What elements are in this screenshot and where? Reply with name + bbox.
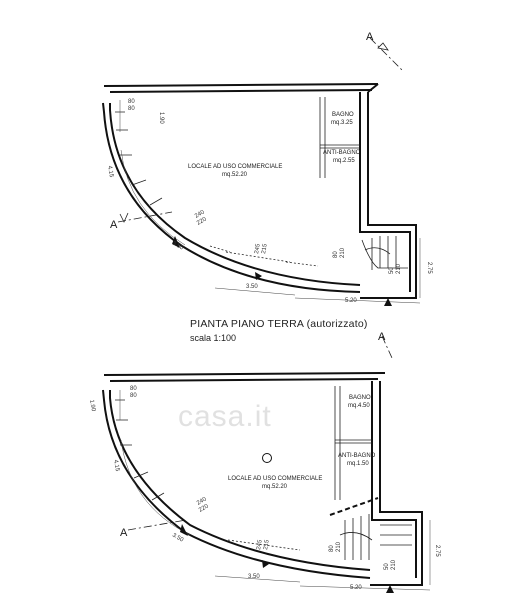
dim-label: 210 xyxy=(340,247,346,258)
plan-bottom: A A LOCALE AD USO COMMERCIALE mq.52.20 B… xyxy=(88,331,440,593)
plan-top: A A LOCALE AD USO COMMERC xyxy=(102,31,432,306)
room-area-antibath: mq.2.55 xyxy=(333,158,355,164)
dim-label: 3.50 xyxy=(248,574,260,580)
room-label-bath: BAGNO xyxy=(332,112,354,118)
dim-label: 80 xyxy=(130,386,137,392)
section-label-left: A xyxy=(120,527,128,539)
section-label-top: A xyxy=(378,331,386,343)
room-label-antibath: ANTI-BAGNO xyxy=(338,453,376,459)
dim-label: 80 xyxy=(130,393,137,399)
dim-label: 3.50 xyxy=(171,533,185,544)
dim-label: 80 xyxy=(329,545,335,552)
dim-label: 3.50 xyxy=(246,284,258,290)
drawing-scale: scala 1:100 xyxy=(190,333,237,343)
dim-label: 210 xyxy=(391,559,397,570)
section-label-left: A xyxy=(110,219,118,231)
drawing-title: PIANTA PIANO TERRA (autorizzato) xyxy=(190,318,368,330)
dim-label: 4.15 xyxy=(106,165,114,178)
dim-label: 50 xyxy=(389,267,395,274)
dim-label: 50 xyxy=(384,563,390,570)
dim-label: 80 xyxy=(128,99,135,105)
dim-label: 80 xyxy=(333,251,339,258)
room-label-commercial: LOCALE AD USO COMMERCIALE xyxy=(228,476,322,482)
dim-label: 2.75 xyxy=(426,262,432,274)
dim-label: 4.15 xyxy=(112,459,120,472)
room-label-bath: BAGNO xyxy=(349,395,371,401)
dim-label: 215 xyxy=(263,539,271,551)
section-label-top: A xyxy=(366,31,374,43)
dim-label: 220 xyxy=(198,503,210,514)
room-area-bath: mq.4.50 xyxy=(348,403,370,409)
dim-label: 2.75 xyxy=(434,545,440,557)
dim-label: 240 xyxy=(194,209,206,220)
dim-label: 80 xyxy=(128,106,135,112)
dim-label: 5.20 xyxy=(345,298,357,304)
room-label-antibath: ANTI-BAGNO xyxy=(323,150,361,156)
room-area-commercial: mq.52.20 xyxy=(262,484,288,490)
dim-label: 215 xyxy=(261,243,269,255)
dim-label: 3.50 xyxy=(171,241,185,252)
room-area-bath: mq.3.25 xyxy=(331,120,353,126)
dim-label: 240 xyxy=(196,496,208,507)
room-area-antibath: mq.1.50 xyxy=(347,461,369,467)
dim-label: 1.90 xyxy=(88,399,96,412)
dim-label: 5.20 xyxy=(350,585,362,591)
dim-label: 210 xyxy=(396,263,402,274)
room-area-commercial: mq.52.20 xyxy=(222,172,248,178)
dim-label: 1.90 xyxy=(158,112,164,124)
dim-label: 245 xyxy=(254,243,262,255)
dim-label: 245 xyxy=(256,539,264,551)
watermark-logo: casa.it xyxy=(178,400,272,433)
dim-label: 210 xyxy=(336,541,342,552)
dim-label: 220 xyxy=(196,216,208,227)
room-label-commercial: LOCALE AD USO COMMERCIALE xyxy=(188,164,282,170)
